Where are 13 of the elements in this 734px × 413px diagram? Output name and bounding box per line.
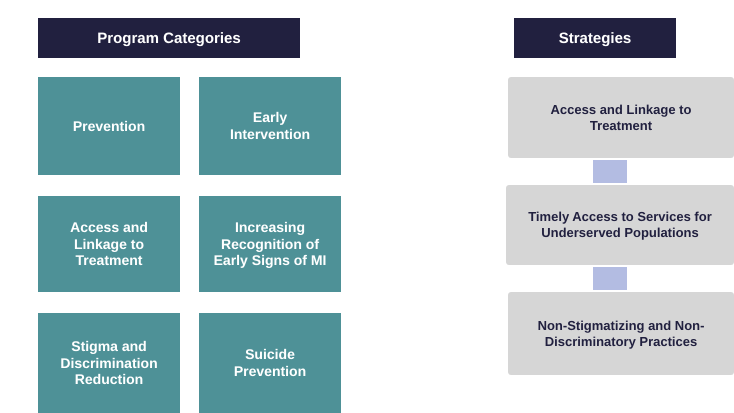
category-box: Suicide Prevention bbox=[199, 313, 341, 413]
section-header: Strategies bbox=[514, 18, 676, 58]
category-box: Prevention bbox=[38, 77, 180, 175]
category-box: Early Intervention bbox=[199, 77, 341, 175]
strategy-box: Non-Stigmatizing and Non-Discriminatory Practices bbox=[508, 292, 734, 375]
connector-bar bbox=[593, 267, 627, 290]
category-box: Stigma and Discrimination Reduction bbox=[38, 313, 180, 413]
strategy-box: Access and Linkage to Treatment bbox=[508, 77, 734, 158]
strategy-box: Timely Access to Services for Underserved Populations bbox=[506, 185, 734, 265]
section-header: Program Categories bbox=[38, 18, 300, 58]
category-box: Access and Linkage to Treatment bbox=[38, 196, 180, 292]
connector-bar bbox=[593, 160, 627, 183]
category-box: Increasing Recognition of Early Signs of MI bbox=[199, 196, 341, 292]
